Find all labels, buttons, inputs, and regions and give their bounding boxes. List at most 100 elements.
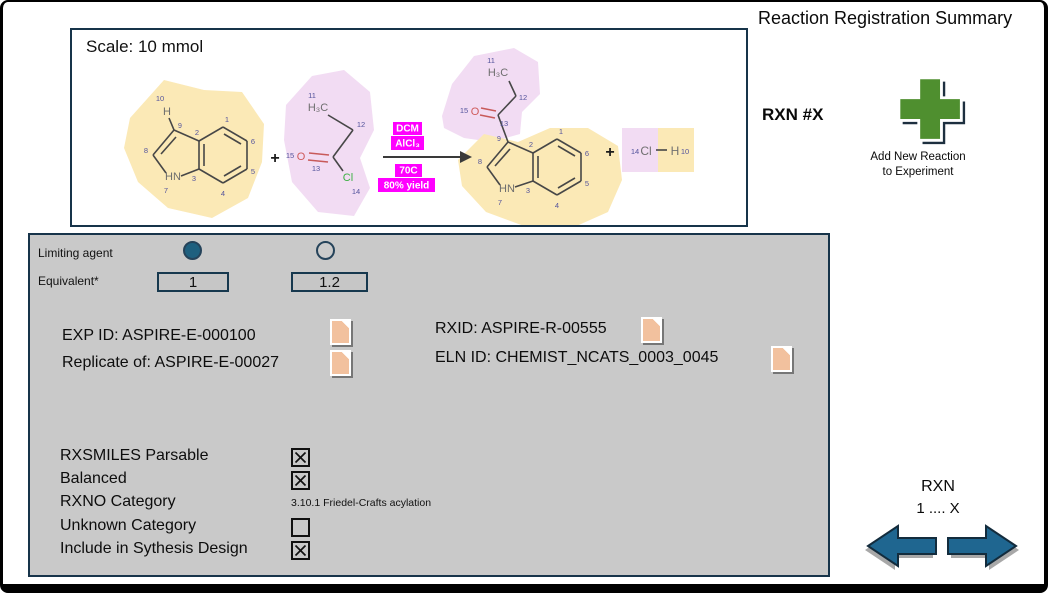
atom-label: H (163, 106, 171, 118)
rxno-category-value: 3.10.1 Friedel-Crafts acylation (291, 497, 432, 509)
atom-label: 5 (251, 167, 255, 176)
condition-highlight (378, 178, 435, 192)
atom-label: Cl (640, 144, 651, 158)
bond (556, 138, 582, 154)
bond (168, 117, 175, 131)
bond (223, 133, 242, 145)
atom-label: 5 (585, 179, 589, 188)
bond (497, 114, 509, 143)
equivalent-label: Equivalent* (38, 274, 99, 288)
atom-label: 15 (286, 151, 294, 160)
bond (198, 126, 224, 142)
checkbox[interactable] (291, 448, 310, 467)
bond (332, 156, 344, 172)
limiting-agent-radio-1[interactable] (183, 241, 202, 260)
atom-label: 7 (498, 198, 502, 207)
reaction-arrow-head (460, 151, 472, 163)
condition-highlight (393, 122, 422, 135)
page-title: Reaction Registration Summary (758, 8, 1013, 28)
atom-label: 12 (519, 93, 527, 102)
atom-label: 14 (352, 187, 360, 196)
plus-icon (897, 76, 966, 145)
bond (152, 129, 175, 156)
rxn-number-label: RXN #X (762, 105, 824, 124)
atom-label: 8 (144, 146, 148, 155)
bond (480, 107, 497, 112)
equivalent-input-2[interactable] (291, 272, 368, 292)
bond (507, 141, 534, 154)
highlight-blob (124, 80, 264, 218)
limiting-agent-radio-2[interactable] (316, 241, 335, 260)
bond (556, 180, 582, 196)
replicate-of-label: Replicate of: ASPIRE-E-00027 (62, 354, 280, 371)
reaction-form-panel: Limiting agent Equivalent* EXP ID: ASPIR… (28, 233, 830, 577)
atom-label: 10 (156, 94, 164, 103)
check-label: Unknown Category (60, 517, 197, 534)
atom-label: 2 (529, 140, 533, 149)
checkbox[interactable] (291, 518, 310, 537)
atom-label: H₃C (488, 67, 508, 79)
bond (486, 141, 509, 168)
atom-label: + (270, 150, 279, 167)
x-mark (295, 452, 306, 463)
atom-label: 4 (221, 189, 225, 198)
check-row: Balanced (30, 470, 828, 490)
atom-label: 10 (681, 147, 689, 156)
bond (508, 80, 517, 97)
rxid-label: RXID: ASPIRE-R-00555 (435, 320, 607, 337)
note-icon[interactable] (641, 317, 662, 343)
add-reaction-caption: Add New Reaction to Experiment (852, 150, 984, 180)
bond (327, 114, 354, 131)
x-mark (295, 545, 306, 556)
note-icon[interactable] (330, 350, 351, 376)
equivalent-input-1[interactable] (157, 272, 229, 292)
next-reaction-arrow[interactable] (944, 520, 1020, 574)
bond (486, 166, 501, 186)
check-row: Unknown Category (30, 517, 828, 537)
checkbox[interactable] (291, 471, 310, 490)
atom-label: O (297, 151, 306, 163)
bond (222, 126, 248, 142)
bond (180, 168, 200, 177)
atom-label: 7 (164, 186, 168, 195)
bond (308, 152, 330, 156)
atom-label: 9 (178, 123, 182, 130)
note-icon[interactable] (330, 319, 351, 345)
limiting-agent-label: Limiting agent (38, 246, 113, 260)
atom-label: 1 (559, 127, 563, 136)
condition-highlight (391, 136, 424, 150)
eln-id-label: ELN ID: CHEMIST_NCATS_0003_0045 (435, 349, 719, 366)
bond (514, 180, 534, 188)
check-label: Include in Sythesis Design (60, 540, 248, 557)
checkbox[interactable] (291, 541, 310, 560)
bond (332, 129, 354, 158)
prev-reaction-arrow[interactable] (864, 520, 940, 574)
bond (479, 114, 496, 119)
atom-label: 12 (357, 120, 365, 129)
bond (494, 148, 511, 167)
bond (532, 138, 558, 154)
bond (557, 177, 576, 189)
highlight-blob (442, 48, 540, 142)
exp-id-label: EXP ID: ASPIRE-E-000100 (62, 327, 256, 344)
scale-label: Scale: 10 mmol (86, 37, 204, 56)
add-reaction-button[interactable] (897, 76, 967, 146)
bond (152, 154, 167, 174)
atom-label: 15 (460, 106, 468, 115)
bond (307, 159, 329, 163)
condition-highlight (395, 164, 422, 177)
bond (557, 145, 576, 157)
atom-label: + (605, 144, 614, 161)
atom-label: 9 (497, 136, 501, 143)
check-label: RXNO Category (60, 493, 176, 510)
note-icon[interactable] (771, 346, 792, 372)
check-row: Include in Sythesis Design (30, 540, 828, 560)
check-label: RXSMILES Parsable (60, 447, 209, 464)
highlight-blob (458, 128, 622, 225)
bond (198, 168, 224, 184)
bond (173, 129, 200, 142)
highlight-blob (284, 70, 374, 216)
